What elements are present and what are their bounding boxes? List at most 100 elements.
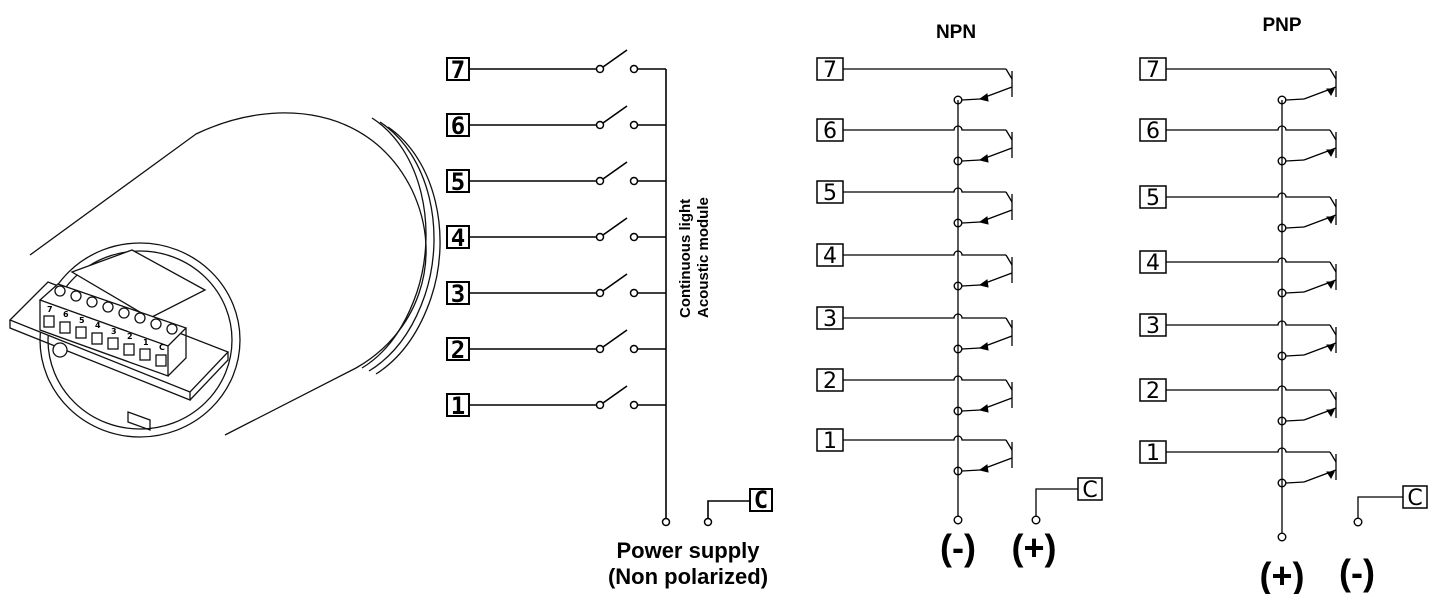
base-lead — [1005, 191, 1013, 203]
emitter-arrow — [978, 279, 989, 288]
connector-labels: 7 6 5 4 3 2 1 C — [47, 305, 165, 352]
emitter-arrow — [978, 93, 989, 102]
transistor-terminal-label: 4 — [823, 244, 837, 269]
emitter-arrow — [978, 404, 989, 413]
switch-terminal-label: 5 — [451, 168, 465, 196]
terminal-screws — [54, 285, 178, 335]
emitter-wire — [1285, 291, 1305, 294]
emitter-wire — [961, 469, 981, 472]
npn-negative-polarity: (-) — [940, 527, 976, 568]
switch-terminal-label: 4 — [451, 224, 465, 252]
connector-label: 5 — [79, 316, 85, 325]
power-terminal — [703, 517, 713, 527]
emitter-wire — [961, 347, 981, 350]
emitter-wire — [961, 221, 981, 224]
switch-contact — [595, 400, 605, 410]
switch-lever — [602, 385, 628, 404]
pnp-negative-polarity: (-) — [1339, 552, 1375, 593]
connector-label: 4 — [95, 321, 101, 330]
transistor-terminal-label: 2 — [1146, 379, 1160, 404]
common-terminal-box — [1077, 477, 1103, 501]
switch-contact — [629, 176, 639, 186]
connector-label: 3 — [111, 327, 117, 336]
switch-contact — [629, 120, 639, 130]
connector-label: 7 — [47, 305, 53, 314]
common-terminal-label: C — [1407, 486, 1422, 511]
input-wire — [1166, 125, 1330, 131]
input-wire — [843, 250, 1006, 256]
side-label-continuous-light: Continuous light — [677, 199, 694, 318]
emitter-wire — [1285, 159, 1305, 162]
input-wire — [1166, 257, 1330, 263]
common-terminal-box — [749, 488, 773, 512]
pnp-positive-polarity: (+) — [1260, 555, 1305, 594]
transistor-terminal-label: 6 — [1146, 119, 1160, 144]
switch-contact — [629, 400, 639, 410]
terminal-slots — [43, 315, 167, 367]
transistor-terminal-label: 1 — [1146, 441, 1160, 466]
transistor-terminal-label: 5 — [1146, 186, 1160, 211]
transistor-terminal-label: 6 — [823, 119, 837, 144]
base-lead — [1329, 324, 1337, 336]
emitter-arrow — [978, 154, 989, 163]
switch-contact — [595, 120, 605, 130]
switch-contact — [595, 176, 605, 186]
input-wire — [1166, 320, 1330, 326]
base-lead — [1005, 379, 1013, 391]
common-wire — [1357, 496, 1403, 518]
transistor-terminal-label: 4 — [1146, 251, 1160, 276]
input-wire — [843, 435, 1006, 441]
common-terminal-label: C — [1082, 478, 1097, 503]
supply-terminal — [1277, 532, 1287, 542]
npn-title: NPN — [936, 22, 976, 43]
emitter-wire — [961, 98, 981, 101]
input-wire — [1166, 385, 1330, 391]
switch-contact — [595, 64, 605, 74]
emitter-wire — [961, 159, 981, 162]
emitter-wire — [961, 284, 981, 287]
switch-terminal-label: 7 — [451, 56, 465, 84]
device-illustration — [8, 112, 441, 438]
connector-label: 2 — [127, 332, 133, 341]
cylinder-ring-1 — [361, 117, 427, 369]
emitter-wire — [1285, 226, 1305, 229]
pcb-edge — [9, 320, 191, 401]
common-wire — [1035, 488, 1078, 516]
emitter-arrow — [1326, 216, 1335, 224]
input-wire — [843, 187, 1006, 193]
base-lead — [1005, 129, 1013, 141]
pnp-title: PNP — [1262, 15, 1301, 36]
emitter-arrow — [1326, 149, 1335, 157]
power-supply-label: Power supply — [616, 538, 760, 563]
emitter-arrow — [1326, 409, 1335, 417]
emitter-wire — [1285, 98, 1305, 101]
connector-label: 1 — [143, 338, 149, 347]
base-lead — [1005, 254, 1013, 266]
base-lead — [1329, 451, 1337, 463]
common-terminal-box — [1402, 485, 1428, 509]
switch-lever — [602, 273, 628, 292]
emitter-arrow — [1326, 88, 1335, 96]
switch-diagram-labels: Continuous light Acoustic module Power s… — [608, 197, 768, 589]
base-lead — [1329, 389, 1337, 401]
cylinder-ring-3 — [375, 126, 441, 375]
switch-terminal-label: 6 — [451, 112, 465, 140]
transistor-terminal-label: 2 — [823, 369, 837, 394]
transistor-terminal-label: 3 — [1146, 314, 1160, 339]
transistor-terminal-label: 7 — [823, 58, 837, 83]
emitter-arrow — [978, 342, 989, 351]
switch-lever — [602, 105, 628, 124]
emitter-wire — [1285, 419, 1305, 422]
switch-lever — [602, 161, 628, 180]
inner-shelf — [70, 249, 207, 319]
emitter-wire — [961, 409, 981, 412]
mounting-nut — [52, 342, 68, 358]
cylinder-front-rim — [47, 250, 233, 430]
switch-contact — [629, 288, 639, 298]
common-wire — [707, 500, 750, 518]
input-wire — [843, 125, 1006, 131]
bottom-clip — [127, 411, 151, 431]
emitter-wire — [1285, 354, 1305, 357]
